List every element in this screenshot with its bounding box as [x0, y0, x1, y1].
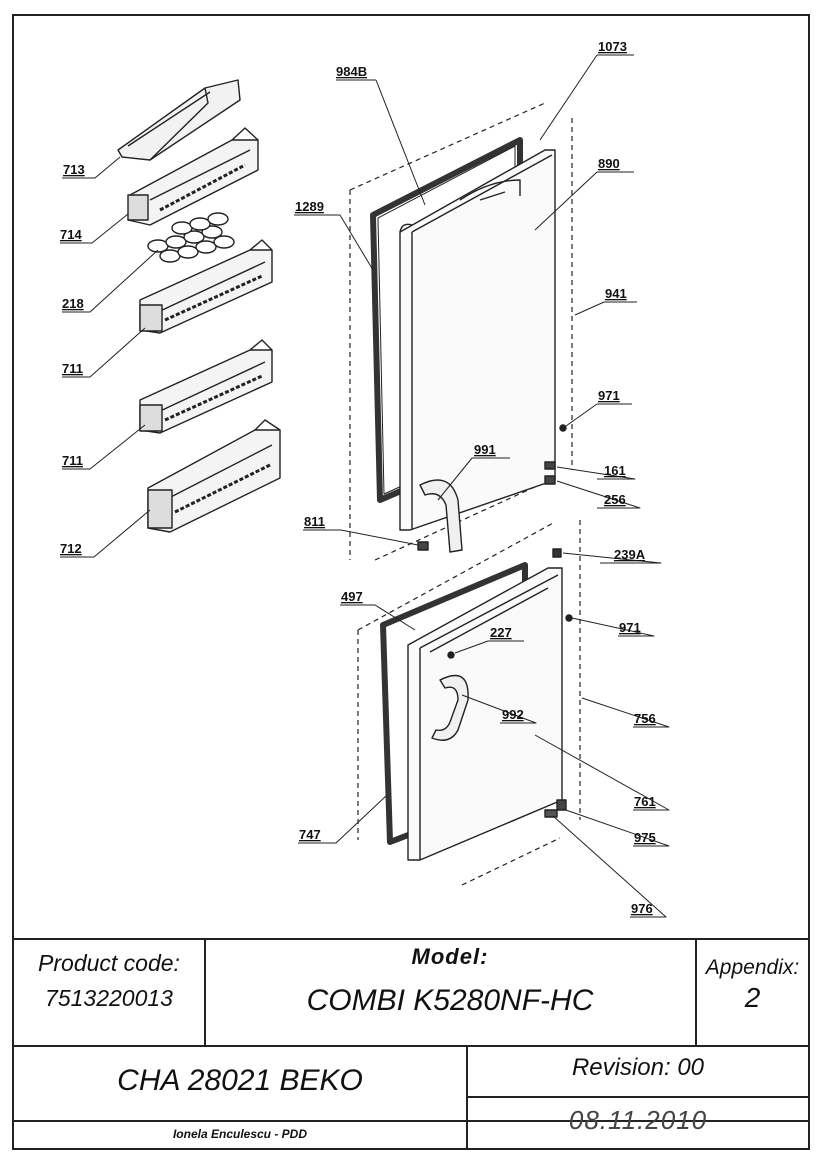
appendix-label: Appendix:	[705, 956, 800, 979]
callout-975: 975	[634, 830, 656, 845]
callout-991: 991	[474, 442, 496, 457]
part-218-egg-tray	[147, 212, 235, 263]
callout-992: 992	[502, 707, 524, 722]
callout-239A: 239A	[614, 547, 646, 562]
callout-1073: 1073	[598, 39, 627, 54]
chassis-value: CHA 28021 BEKO	[117, 1064, 363, 1097]
part-976	[544, 809, 558, 818]
part-761-door	[407, 567, 563, 861]
model-cell: Model: COMBI K5280NF-HC	[205, 944, 695, 1018]
part-890-door	[399, 149, 556, 531]
upper-door-envelope	[349, 102, 573, 561]
part-975	[556, 799, 567, 811]
lower-door-envelope	[357, 520, 581, 886]
callout-971-upper: 971	[598, 388, 620, 403]
callout-756: 756	[634, 711, 656, 726]
callout-712: 712	[60, 541, 82, 556]
callout-1289: 1289	[295, 199, 324, 214]
part-239A	[552, 548, 562, 558]
callout-976: 976	[631, 901, 653, 916]
product-code-cell: Product code: 7513220013	[14, 950, 204, 1012]
callout-984B: 984B	[336, 64, 367, 79]
part-992-handle	[431, 674, 469, 741]
callout-labels: 1073 984B 890 713 714 1289 218 941 711 7…	[60, 39, 656, 916]
part-227	[447, 651, 455, 659]
callout-714: 714	[60, 227, 82, 242]
part-991-handle	[419, 479, 463, 553]
callout-161: 161	[604, 463, 626, 478]
callout-811: 811	[304, 514, 325, 529]
callout-890: 890	[598, 156, 620, 171]
revision-value: Revision: 00	[571, 1054, 705, 1081]
callout-761: 761	[634, 794, 656, 809]
callout-256: 256	[604, 492, 626, 507]
callout-713: 713	[63, 162, 85, 177]
part-711-shelf-lower	[139, 339, 273, 434]
model-label: Model:	[411, 944, 489, 969]
product-code-label: Product code:	[38, 950, 180, 976]
chassis-cell: CHA 28021 BEKO	[14, 1064, 466, 1098]
callout-711-lower: 711	[62, 453, 83, 468]
date-cell: 08.11.2010	[467, 1105, 809, 1136]
part-714-shelf	[127, 127, 259, 226]
appendix-cell: Appendix: 2	[696, 956, 809, 1014]
callout-941: 941	[605, 286, 627, 301]
author-value: Ionela Enculescu - PDD	[172, 1127, 308, 1141]
author-cell: Ionela Enculescu - PDD	[14, 1127, 466, 1141]
part-161	[544, 461, 556, 470]
date-value: 08.11.2010	[568, 1105, 708, 1135]
part-971-upper	[559, 424, 567, 432]
part-971-lower	[565, 614, 573, 622]
revision-cell: Revision: 00	[467, 1054, 809, 1082]
callout-971-lower: 971	[619, 620, 641, 635]
part-712-bin	[147, 419, 281, 533]
appendix-value: 2	[744, 982, 761, 1013]
callout-227: 227	[490, 625, 512, 640]
part-711-shelf-upper	[139, 239, 273, 334]
callout-711-upper: 711	[62, 361, 83, 376]
leader-lines	[60, 54, 670, 918]
callout-218: 218	[62, 296, 84, 311]
callout-747: 747	[299, 827, 321, 842]
part-256	[544, 475, 556, 485]
drawing-frame	[12, 14, 810, 1150]
model-value: COMBI K5280NF-HC	[306, 984, 594, 1017]
product-code-value: 7513220013	[45, 985, 173, 1011]
part-811	[417, 541, 429, 551]
part-713-rail	[117, 79, 241, 161]
callout-497: 497	[341, 589, 363, 604]
